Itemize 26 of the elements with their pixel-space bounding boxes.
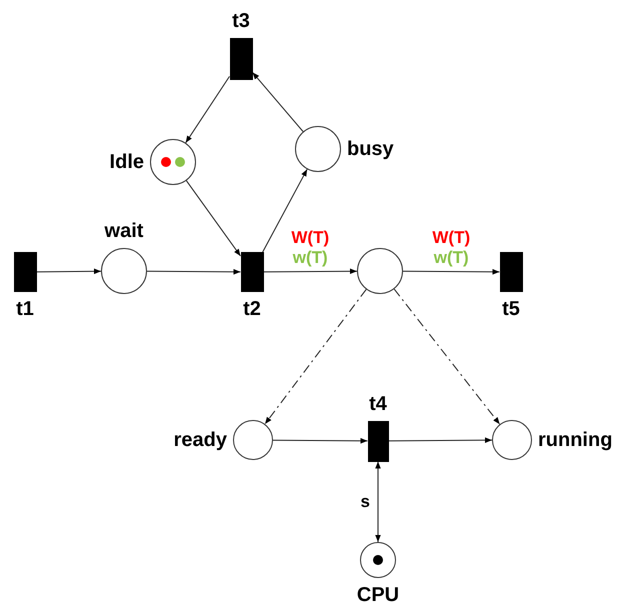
place-label: busy — [347, 138, 394, 160]
transition-label: t2 — [243, 298, 261, 320]
arrow — [146, 269, 241, 275]
place-label: ready — [174, 429, 227, 451]
arrow — [262, 168, 308, 252]
arrow — [272, 438, 368, 444]
edge-label: W(T) w(T) — [291, 228, 330, 269]
arrow — [388, 437, 492, 443]
arrow — [185, 76, 230, 144]
transition-label: t1 — [16, 298, 34, 320]
arrow — [263, 268, 358, 274]
arrow — [402, 269, 500, 275]
dash-dot-arrow — [264, 288, 367, 424]
place-label: wait — [104, 220, 144, 242]
transition-label: t3 — [232, 10, 250, 32]
edge-label: W(T) w(T) — [432, 228, 470, 269]
place-label: Idle — [110, 151, 144, 173]
arrow — [186, 180, 241, 256]
transition-label: t4 — [369, 392, 387, 414]
place-label: CPU — [356, 584, 400, 606]
double-arrow — [375, 461, 381, 542]
place-label: running — [538, 429, 612, 451]
arrow — [252, 72, 304, 132]
transition-label: t5 — [502, 298, 520, 320]
arrow — [36, 268, 102, 274]
dash-dot-arrow — [394, 288, 500, 425]
